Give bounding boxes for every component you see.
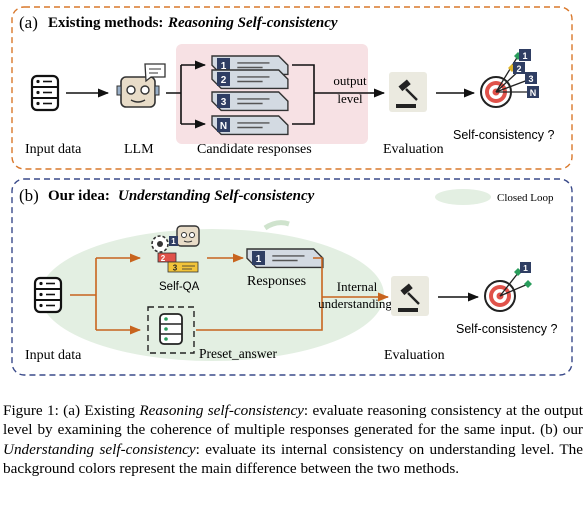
- figure-caption: Figure 1: (a) Existing Reasoning self-co…: [3, 401, 583, 479]
- gavel-icon: [387, 70, 429, 114]
- database-icon-b: [33, 276, 63, 314]
- merge-line-b: [196, 257, 385, 331]
- candidate-tag-2: 2: [221, 75, 227, 86]
- candidate-responses-label: Candidate responses: [197, 142, 312, 157]
- self-qa-label: Self-QA: [159, 281, 200, 293]
- selfqa-tag-1-box: [169, 236, 178, 246]
- loop-arrowhead: [263, 220, 290, 231]
- candidate-card-2: 2: [211, 69, 289, 90]
- target-b-tag-1: 1: [523, 263, 528, 273]
- selfqa-tag-3: 3: [173, 264, 178, 273]
- input-data-label: Input data: [25, 142, 82, 157]
- evaluation-label-a: Evaluation: [383, 142, 444, 157]
- branch-line-b: [70, 258, 97, 330]
- panel-b-letter: (b): [19, 186, 39, 205]
- responses-label: Responses: [247, 274, 306, 289]
- llm-robot-icon: [116, 63, 166, 108]
- input-data-label-b: Input data: [25, 348, 82, 363]
- branch-line: [166, 65, 182, 124]
- gavel-icon-b: [389, 274, 431, 318]
- preset-answer-label: Preset_answer: [199, 346, 277, 361]
- caption-mid: : evaluate reasoning consistency at the …: [3, 402, 583, 439]
- candidate-card-n: N: [211, 115, 289, 136]
- evaluation-label-b: Evaluation: [384, 348, 445, 363]
- panel-b-title-italic: Understanding Self-consistency: [118, 188, 315, 204]
- response-card: 1: [246, 248, 324, 269]
- caption-italic-understanding: Understanding self-consistency: [3, 440, 196, 458]
- target-a-tag-3-box: [525, 72, 537, 84]
- caption-prefix: Figure 1: (a) Existing: [3, 402, 140, 419]
- selfqa-tag-1: 1: [171, 237, 176, 246]
- legend-swatch: [435, 189, 491, 205]
- panel-a-title-bold: Existing methods:: [48, 15, 163, 31]
- panel-a-frame: [11, 6, 573, 170]
- caption-suffix: : evaluate its internal consistency on u…: [3, 440, 583, 478]
- target-darts-b: [499, 267, 532, 297]
- database-icon: [30, 74, 60, 112]
- selfqa-tag-2: 2: [161, 254, 166, 263]
- candidate-tag-3: 3: [221, 97, 227, 108]
- internal-label: Internal: [337, 279, 378, 294]
- llm-label: LLM: [124, 142, 154, 157]
- preset-answer-icon: [147, 306, 195, 354]
- self-qa-icon: [151, 225, 200, 273]
- target-b-tag-1-box: [520, 262, 531, 273]
- candidate-tag-1: 1: [221, 61, 227, 72]
- level-label: level: [337, 91, 363, 106]
- self-consistency-label-b: Self-consistency ?: [456, 322, 557, 336]
- panel-a-title-italic: Reasoning Self-consistency: [167, 15, 338, 31]
- target-a-tag-1: 1: [522, 51, 527, 61]
- self-consistency-label-a: Self-consistency ?: [453, 128, 554, 142]
- output-label: output: [333, 73, 367, 88]
- target-a-tag-n: N: [530, 88, 537, 98]
- candidate-card-1: 1: [211, 55, 289, 76]
- panel-a-letter: (a): [19, 13, 38, 32]
- merge-line: [292, 64, 370, 125]
- target-a-tag-2: 2: [516, 64, 521, 74]
- panel-b-frame: [11, 178, 573, 376]
- target-a-tag-2-box: [513, 62, 525, 74]
- legend-label: Closed Loop: [497, 192, 554, 204]
- candidate-ellipsis: ...: [240, 105, 252, 121]
- panel-b-title-bold: Our idea:: [48, 188, 110, 204]
- caption-italic-reasoning: Reasoning self-consistency: [139, 402, 304, 419]
- candidate-tag-n: N: [220, 121, 227, 132]
- target-a-tag-n-box: [527, 86, 539, 98]
- target-a-tag-1-box: [519, 49, 531, 61]
- responses-tag: 1: [256, 254, 262, 265]
- candidate-card-3: 3: [211, 91, 289, 112]
- understanding-label: understanding: [318, 296, 392, 311]
- target-a-tag-3: 3: [528, 74, 533, 84]
